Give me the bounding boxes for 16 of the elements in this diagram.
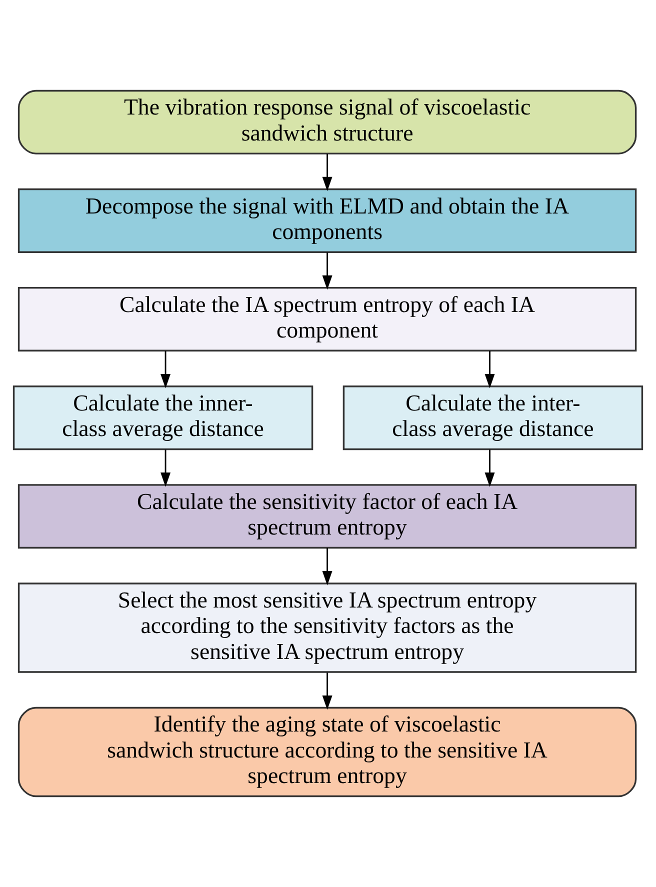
node-box: Select the most sensitive IA spectrum entropy according to the sensitivity factors as the sensitive IA spectrum entropy — [18, 582, 637, 673]
node-box: Calculate the inner-class average distance — [12, 386, 314, 450]
arrow — [160, 350, 171, 388]
arrow — [484, 350, 495, 388]
arrow — [484, 450, 495, 487]
node-box: Calculate the inter-class average distance — [342, 386, 644, 450]
arrow — [322, 672, 332, 710]
node-box: Identify the aging state of viscoelastic sandwich structure according to the sensitive IA spectrum entropy — [18, 706, 637, 798]
arrow — [322, 252, 332, 290]
node-box: Decompose the signal with ELMD and obtain the IA components — [18, 188, 637, 253]
node-box: Calculate the sensitivity factor of each IA spectrum entropy — [18, 484, 637, 549]
node-box: Calculate the IA spectrum entropy of each IA component — [18, 286, 637, 352]
arrow — [322, 548, 332, 586]
node-box: The vibration response signal of viscoelastic sandwich structure — [18, 90, 637, 154]
arrow — [160, 450, 171, 487]
arrow — [322, 154, 332, 192]
